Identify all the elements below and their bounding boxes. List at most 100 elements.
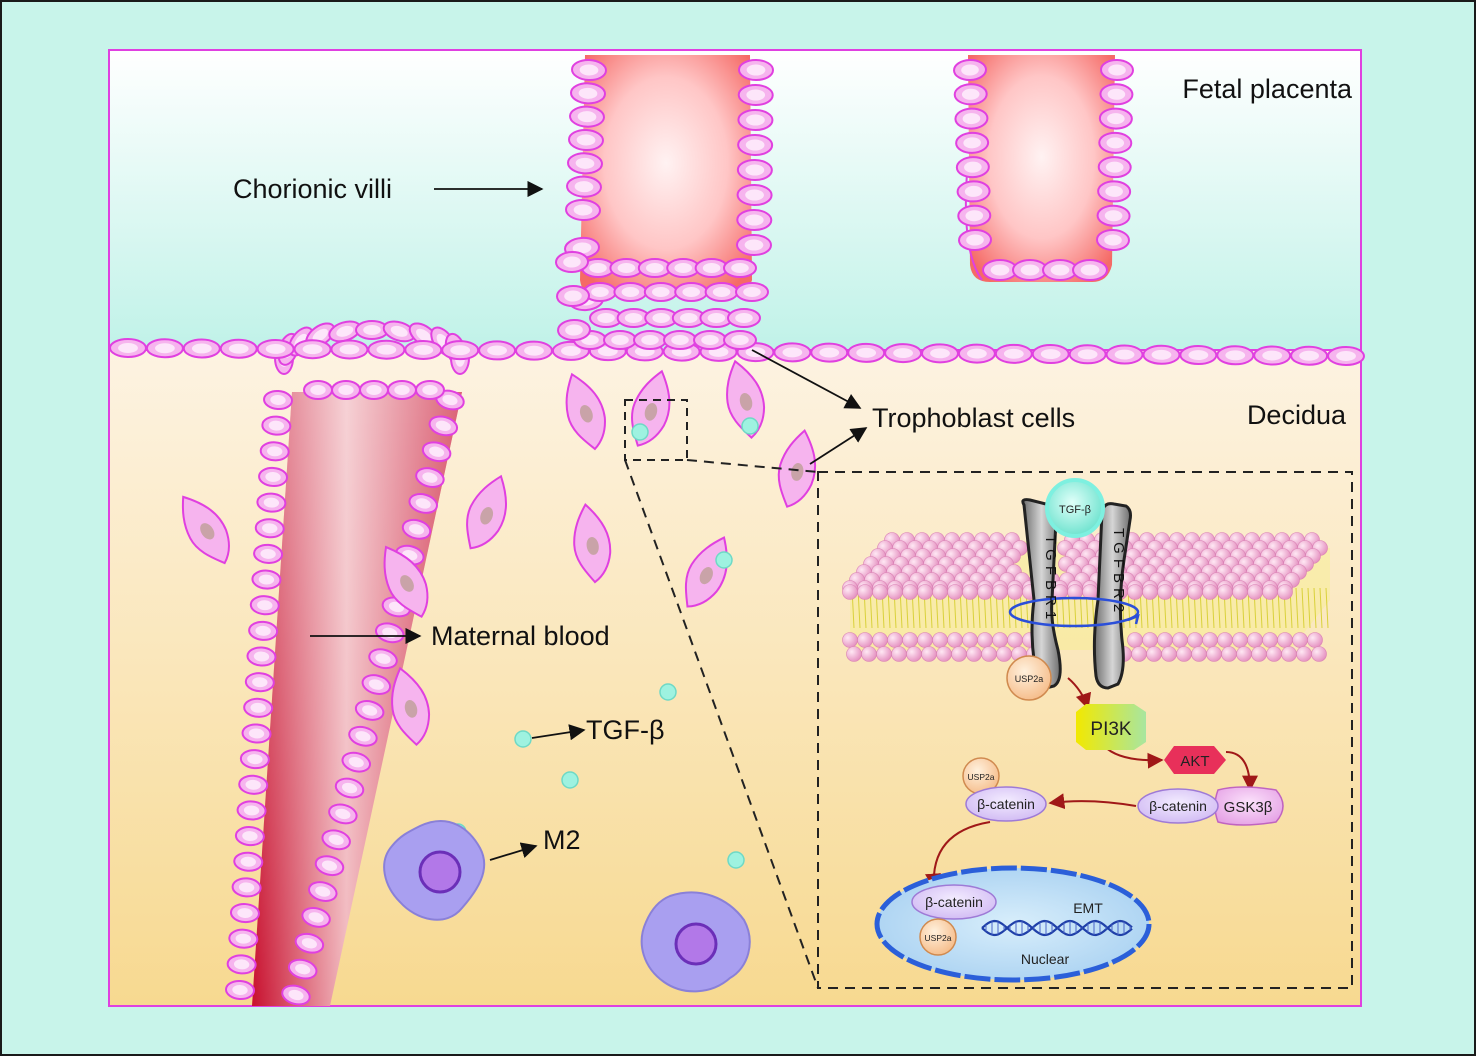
usp2a-label: USP2a [925, 933, 952, 943]
dna-helix [981, 919, 1133, 937]
tgf-beta-dot [715, 551, 733, 569]
tgf-beta-arrow [531, 724, 586, 741]
maternal-blood-label: Maternal blood [431, 621, 610, 651]
gsk3b-label: GSK3β [1224, 799, 1273, 816]
epithelial-cell [773, 342, 812, 363]
decidua-label: Decidua [1247, 400, 1347, 430]
tgf-beta-label: TGF-β [586, 715, 665, 745]
epithelial-cell [1253, 345, 1292, 366]
epithelial-cell [330, 339, 369, 360]
trophoblast-cell [181, 495, 230, 565]
epithelial-cell [382, 320, 416, 343]
arrow-release-catenin [1048, 793, 1137, 810]
epithelial-cell [219, 338, 258, 359]
epithelial-cell [954, 107, 989, 130]
epithelial-cell [301, 906, 331, 928]
epithelial-cell [236, 800, 267, 821]
epithelial-cell [1096, 204, 1131, 227]
gsk3b-node: GSK3β [1214, 786, 1284, 826]
epithelial-cell [566, 175, 602, 198]
epithelial-cell [1099, 83, 1134, 106]
epithelial-cell [238, 774, 269, 795]
epithelial-cell [723, 258, 757, 278]
trophoblast-arrow-lower [809, 427, 868, 465]
epithelial-cell [616, 308, 651, 328]
epithelial-cell [738, 58, 774, 82]
zoom-source-box [624, 399, 688, 461]
m2-arrow [489, 842, 538, 861]
epithelial-cell [1012, 259, 1048, 281]
epithelial-cell [421, 441, 452, 463]
epithelial-cell [478, 340, 517, 361]
epithelial-cell [1290, 345, 1329, 366]
epithelial-cell [603, 330, 637, 350]
chorionic-villi-label: Chorionic villi [233, 174, 392, 204]
tgfbr1-label: TGFBR1 [1042, 535, 1059, 624]
epithelial-cell [321, 829, 351, 851]
epithelial-cell [251, 569, 282, 590]
epithelial-cell [226, 954, 257, 975]
epithelial-cell [982, 259, 1018, 281]
epithelial-cell [609, 258, 644, 278]
akt-node: AKT [1164, 746, 1226, 774]
emt-label: EMT [1073, 900, 1103, 916]
m2-label: M2 [543, 825, 581, 855]
epithelial-cell [314, 855, 345, 877]
epithelial-cell [348, 725, 378, 747]
epithelial-cell [368, 648, 398, 670]
beta-catenin-label: β-catenin [977, 796, 1035, 812]
epithelial-cell [1179, 345, 1218, 366]
tgf-beta-dot [514, 730, 532, 748]
epithelial-cell [515, 340, 553, 361]
placental-boundary-layer [109, 337, 1365, 367]
epithelial-cell [1097, 156, 1132, 179]
epithelial-cell [328, 803, 358, 825]
zoom-line [624, 459, 819, 989]
chorionic-villus-left [564, 55, 774, 312]
epithelial-cell [735, 282, 769, 302]
epithelial-cell [109, 337, 147, 359]
epithelial-cell [328, 320, 362, 343]
epithelial-cell [1068, 344, 1107, 365]
epithelial-cell [847, 342, 886, 363]
epithelial-cell [229, 903, 260, 924]
rotation-arrowhead [1127, 613, 1140, 625]
trophoblast-cells-label: Trophoblast cells [872, 403, 1075, 433]
epithelial-cell [633, 330, 667, 350]
pi3k-label: PI3K [1090, 719, 1132, 740]
epithelial-cell [234, 826, 265, 847]
nuclear-label: Nuclear [1021, 951, 1070, 967]
usp2a-membrane: USP2a [1006, 655, 1052, 701]
tgf-beta-dot [631, 423, 649, 441]
epithelial-cell [258, 466, 289, 487]
epithelial-cell [557, 318, 591, 342]
m2-macrophage [383, 820, 486, 921]
trophoblast-cell [726, 359, 766, 440]
epithelial-cell [571, 58, 607, 82]
epithelial-cell [241, 723, 272, 744]
epithelial-cell [253, 543, 284, 564]
epithelial-cell [1042, 259, 1078, 281]
epithelial-cell [810, 342, 849, 363]
epithelial-cell [408, 493, 438, 514]
signaling-inset-box [817, 471, 1353, 989]
epithelial-cell [415, 467, 445, 489]
epithelial-cell [428, 415, 459, 437]
epithelial-cell [637, 258, 672, 278]
beta-catenin-free: β-catenin [965, 786, 1047, 822]
epithelial-cell [354, 700, 385, 721]
epithelial-cell [666, 258, 701, 278]
epithelial-cell [994, 343, 1033, 364]
epithelial-cell [589, 308, 623, 328]
epithelial-cell [248, 620, 279, 641]
epithelial-cell [293, 339, 332, 360]
epithelial-cell [435, 389, 465, 411]
epithelial-cell [294, 932, 325, 954]
epithelial-cell [693, 330, 727, 350]
epithelial-cell [334, 777, 365, 799]
zoom-line [686, 459, 819, 473]
epithelial-cell [287, 958, 318, 980]
arrow-akt-gsk3b [1225, 751, 1258, 792]
epithelial-cell [359, 380, 389, 400]
epithelial-cell [953, 58, 987, 82]
